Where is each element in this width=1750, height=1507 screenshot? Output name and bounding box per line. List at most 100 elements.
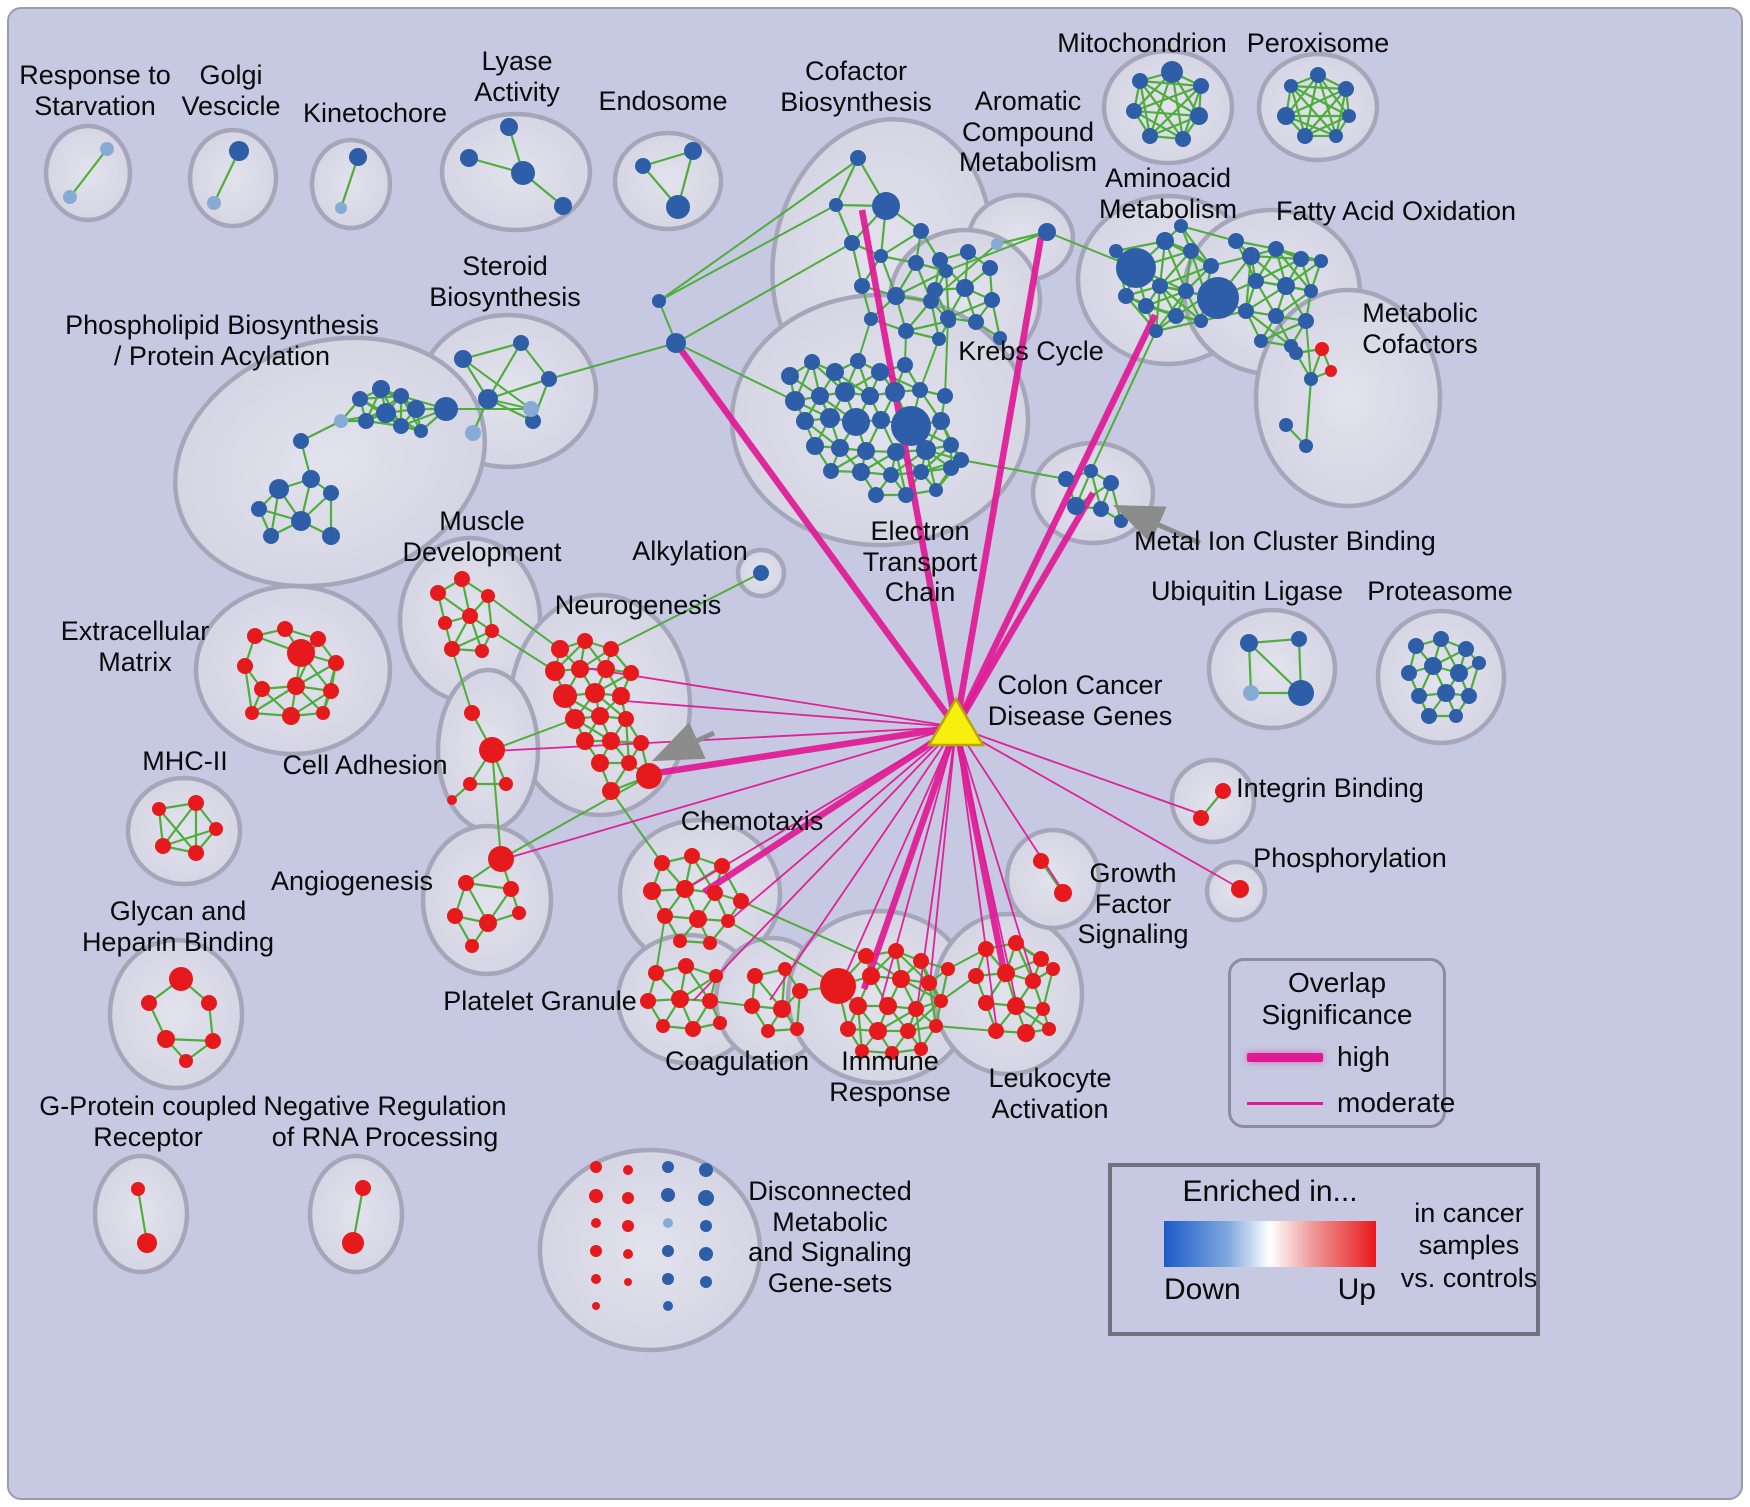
leukocyte-activation-node bbox=[1025, 973, 1041, 989]
legend-overlap-title: Overlap Significance bbox=[1261, 967, 1413, 1031]
pointer-arrows bbox=[651, 505, 1201, 762]
fatty-acid-oxidation-node bbox=[1242, 247, 1260, 265]
phospholipid-biosynthesis-node bbox=[322, 527, 340, 545]
metabolic-cofactors-node bbox=[1325, 365, 1337, 377]
co-annotation-edge bbox=[1149, 85, 1202, 137]
neurogenesis-node bbox=[602, 732, 620, 750]
overlap-edge-high bbox=[860, 725, 960, 991]
neurogenesis-node bbox=[545, 661, 565, 681]
overlap-edge-moderate bbox=[611, 699, 957, 728]
disconnected-gene-sets-node bbox=[663, 1218, 673, 1228]
metal-ion-cluster-binding-node bbox=[1114, 514, 1128, 528]
extracellular-matrix-node bbox=[282, 707, 300, 725]
mitochondrion-node bbox=[1132, 73, 1148, 89]
overlap-edge-moderate bbox=[839, 726, 957, 988]
electron-transport-chain-node bbox=[804, 354, 820, 370]
electron-transport-chain-node bbox=[885, 382, 905, 402]
peroxisome-node bbox=[1284, 79, 1298, 93]
phospholipid-biosynthesis-node bbox=[376, 403, 396, 423]
overlap-edge-high bbox=[673, 341, 959, 729]
neurogenesis-node bbox=[591, 707, 609, 725]
mhc-ii-node bbox=[188, 795, 204, 811]
krebs-cycle-node bbox=[993, 331, 1007, 345]
co-annotation-edge bbox=[1133, 84, 1202, 113]
disconnected-gene-sets-node bbox=[662, 1161, 674, 1173]
inter-cluster-edge bbox=[487, 595, 561, 650]
endosome-node bbox=[666, 195, 690, 219]
extracellular-matrix-node bbox=[287, 677, 305, 695]
chemotaxis-node bbox=[703, 936, 717, 950]
disconnected-gene-sets-node bbox=[662, 1273, 674, 1285]
electron-transport-chain-node bbox=[796, 412, 814, 430]
muscle-development-node bbox=[430, 585, 446, 601]
inter-cluster-edge bbox=[491, 749, 502, 860]
disconnected-gene-sets-node bbox=[624, 1278, 632, 1286]
electron-transport-chain-node bbox=[820, 408, 840, 428]
lyase-activity-node bbox=[500, 118, 518, 136]
phospholipid-biosynthesis-node bbox=[293, 433, 309, 449]
gradient-down-label: Down bbox=[1164, 1273, 1241, 1306]
enrichment-color-gradient-bar bbox=[1164, 1221, 1376, 1267]
co-annotation-edge bbox=[1133, 110, 1184, 140]
electron-transport-chain-node bbox=[929, 483, 943, 497]
proteasome-node bbox=[1411, 688, 1427, 704]
bubble-mhc-ii bbox=[125, 775, 243, 887]
neurogenesis-node bbox=[602, 782, 620, 800]
peroxisome-node bbox=[1277, 107, 1295, 125]
overlap-edge-high bbox=[649, 723, 957, 778]
fatty-acid-oxidation-node bbox=[1268, 241, 1284, 257]
metabolic-cofactors-node bbox=[1279, 418, 1293, 432]
overlap-edge-moderate bbox=[492, 726, 957, 752]
mitochondrion-node bbox=[1161, 61, 1183, 83]
cluster-bubbles bbox=[43, 48, 1507, 1353]
fatty-acid-oxidation-node bbox=[1277, 277, 1295, 295]
immune-response-node bbox=[929, 1019, 943, 1033]
proteasome-node bbox=[1433, 631, 1449, 647]
phospholipid-biosynthesis-node bbox=[358, 413, 374, 429]
kinetochore-node bbox=[349, 148, 367, 166]
glycan-heparin-binding-node bbox=[205, 1033, 221, 1049]
overlap-high-label: high bbox=[1337, 1041, 1390, 1072]
inter-cluster-edge bbox=[500, 775, 650, 860]
growth-factor-signaling-node bbox=[1033, 853, 1049, 869]
phospholipid-biosynthesis-node bbox=[393, 418, 409, 434]
neurogenesis-node bbox=[603, 641, 619, 657]
extracellular-matrix-node bbox=[310, 631, 326, 647]
bubble-negative-regulation-rna bbox=[307, 1153, 405, 1275]
leukocyte-activation-node bbox=[1036, 1002, 1050, 1016]
angiogenesis-node bbox=[447, 908, 463, 924]
electron-transport-chain-node bbox=[953, 452, 969, 468]
leukocyte-activation-node bbox=[968, 968, 984, 984]
electron-transport-chain-node bbox=[842, 408, 870, 436]
overlap-edge-moderate bbox=[584, 667, 957, 728]
cofactor-biosynthesis-node bbox=[898, 323, 914, 339]
co-annotation-edge bbox=[1133, 109, 1200, 118]
mhc-ii-node bbox=[188, 845, 204, 861]
proteasome-node bbox=[1424, 657, 1442, 675]
chemotaxis-node bbox=[707, 885, 723, 901]
co-annotation-edge bbox=[1334, 88, 1348, 137]
electron-transport-chain-node bbox=[937, 388, 953, 404]
disconnected-gene-sets-node bbox=[700, 1220, 712, 1232]
coagulation-node bbox=[773, 1000, 791, 1018]
disconnected-gene-sets-node bbox=[699, 1247, 713, 1261]
platelet-granule-node bbox=[685, 1021, 701, 1037]
electron-transport-chain-node bbox=[831, 439, 849, 457]
alkylation-node bbox=[753, 565, 769, 581]
platelet-granule-node bbox=[709, 969, 723, 983]
chemotaxis-node bbox=[643, 882, 661, 900]
muscle-development-node bbox=[444, 641, 460, 657]
cofactor-biosynthesis-node bbox=[932, 332, 946, 346]
electron-transport-chain-node bbox=[806, 437, 824, 455]
electron-transport-chain-node bbox=[850, 353, 866, 369]
endosome-node bbox=[684, 142, 702, 160]
co-annotation-edge bbox=[1290, 84, 1347, 91]
bubble-angiogenesis bbox=[420, 823, 554, 977]
gene-set-nodes bbox=[63, 61, 1486, 1311]
muscle-development-node bbox=[462, 608, 478, 624]
extracellular-matrix-node bbox=[323, 683, 339, 699]
phospholipid-biosynthesis-node bbox=[352, 391, 368, 407]
phospholipid-biosynthesis-node bbox=[251, 501, 267, 517]
bubble-proteasome bbox=[1375, 608, 1507, 746]
neurogenesis-node bbox=[551, 640, 569, 658]
